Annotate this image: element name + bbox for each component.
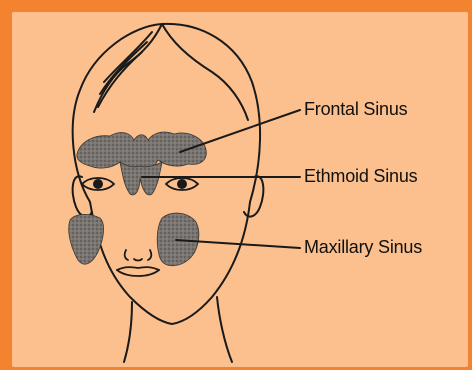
maxillary-sinus-label: Maxillary Sinus <box>304 237 422 258</box>
mouth <box>117 267 159 276</box>
maxillary-sinus-left <box>69 214 104 264</box>
frontal-leader-line <box>180 110 300 152</box>
left-eye <box>82 178 114 190</box>
nose <box>125 250 152 261</box>
face-diagram <box>12 12 468 367</box>
head-outline <box>73 24 264 362</box>
ethmoid-sinus <box>120 162 162 195</box>
frontal-sinus <box>77 132 206 172</box>
ethmoid-sinus-label: Ethmoid Sinus <box>304 166 417 187</box>
frontal-sinus-label: Frontal Sinus <box>304 99 407 120</box>
illustration-panel: Frontal Sinus Ethmoid Sinus Maxillary Si… <box>12 12 468 367</box>
right-eye <box>166 178 198 190</box>
